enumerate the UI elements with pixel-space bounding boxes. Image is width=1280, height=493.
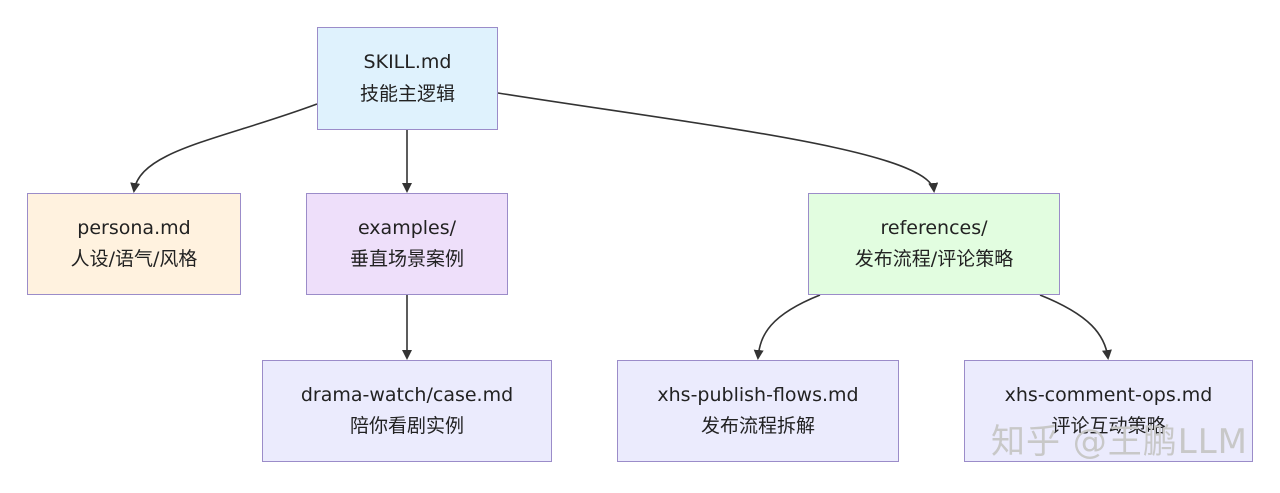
node-drama-title: drama-watch/case.md	[300, 383, 514, 406]
node-comment-subtitle: 评论互动策略	[1051, 415, 1166, 437]
node-persona-subtitle: 人设/语气/风格	[70, 248, 198, 270]
edge-references-publish	[753, 294, 821, 360]
node-comment-title: xhs-comment-ops.md	[1004, 383, 1213, 406]
node-skill-subtitle: 技能主逻辑	[359, 82, 455, 105]
node-publish-subtitle: 发布流程拆解	[700, 415, 815, 437]
node-comment: xhs-comment-ops.md 评论互动策略	[964, 360, 1253, 462]
node-skill: SKILL.md 技能主逻辑	[317, 27, 498, 130]
node-drama: drama-watch/case.md 陪你看剧实例	[262, 360, 552, 462]
edge-skill-persona	[130, 103, 318, 193]
node-examples-title: examples/	[357, 216, 457, 239]
node-examples-subtitle: 垂直场景案例	[349, 248, 464, 270]
node-examples: examples/ 垂直场景案例	[306, 193, 508, 295]
node-references-title: references/	[880, 216, 988, 239]
edge-skill-references	[497, 92, 939, 193]
node-publish-title: xhs-publish-flows.md	[657, 383, 859, 406]
node-references-subtitle: 发布流程/评论策略	[854, 248, 1014, 270]
node-skill-title: SKILL.md	[363, 51, 452, 74]
node-references: references/ 发布流程/评论策略	[808, 193, 1060, 295]
node-drama-subtitle: 陪你看剧实例	[349, 415, 464, 437]
node-persona-title: persona.md	[77, 216, 191, 239]
edge-references-comment	[1039, 294, 1112, 360]
node-publish: xhs-publish-flows.md 发布流程拆解	[617, 360, 899, 462]
node-persona: persona.md 人设/语气/风格	[27, 193, 241, 295]
